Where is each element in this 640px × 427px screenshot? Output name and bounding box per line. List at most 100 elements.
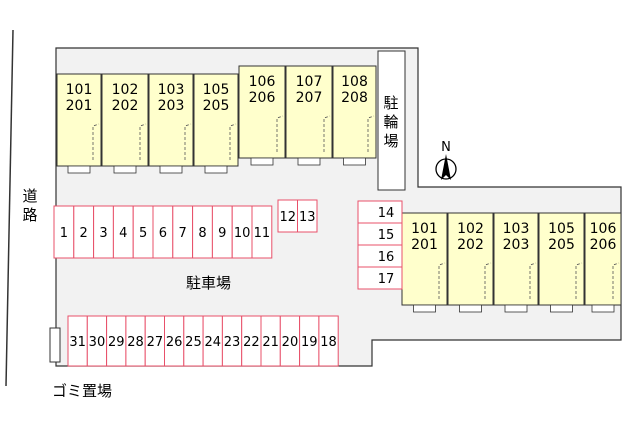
unit-number-1f: 103 [503, 221, 530, 237]
unit-outline [332, 65, 377, 159]
parking-space-number: 13 [299, 210, 316, 225]
parking-space: 20 [279, 315, 301, 367]
road-label-char: 路 [22, 206, 37, 224]
unit-stair-line [367, 115, 375, 152]
parking-space-number: 7 [179, 226, 187, 241]
unit-stair-line [276, 115, 284, 152]
unit-outline [148, 73, 194, 167]
unit-step [504, 304, 528, 313]
parking-space: 27 [144, 315, 165, 367]
parking-space-outline [318, 315, 339, 367]
unit-step [204, 165, 228, 174]
unit-number-2f: 202 [457, 237, 484, 253]
bicycle-parking-label-char: 輪 [383, 113, 398, 131]
unit-number-2f: 207 [296, 90, 323, 106]
unit-step [113, 165, 137, 174]
parking-space-number: 30 [89, 335, 106, 350]
unit-number-2f: 205 [548, 237, 575, 253]
unit-stair-line [139, 123, 147, 160]
parking-space-outline [251, 205, 273, 259]
parking-space: 9 [211, 205, 233, 259]
parking-space: 22 [241, 315, 262, 367]
unit-number-2f: 206 [249, 90, 276, 106]
parking-space-number: 28 [127, 335, 144, 350]
parking-space: 26 [164, 315, 185, 367]
unit-step [413, 304, 436, 313]
parking-space-number: 22 [243, 335, 260, 350]
parking-space-number: 23 [224, 335, 241, 350]
unit-number-2f: 203 [503, 237, 530, 253]
unit-stair-line [184, 123, 192, 160]
unit-stair-line [575, 262, 583, 299]
parking-space-number: 21 [262, 335, 279, 350]
parking-space: 4 [112, 205, 134, 259]
unit-step [250, 157, 274, 166]
unit-outline [493, 212, 539, 306]
unit-stair-line [229, 123, 237, 160]
unit-stair-line [438, 262, 446, 299]
unit-step [459, 304, 482, 313]
unit-number-1f: 102 [457, 221, 484, 237]
unit-outline [101, 73, 149, 167]
unit-number-2f: 202 [112, 98, 139, 114]
unit-number-1f: 105 [203, 82, 230, 98]
parking-space: 18 [318, 315, 339, 367]
unit-step [159, 165, 183, 174]
parking-lot-label: 駐車場 [186, 274, 231, 292]
road-edge-line [5, 29, 14, 387]
bicycle-parking [377, 50, 406, 191]
parking-space: 25 [183, 315, 204, 367]
unit-stair-line [484, 262, 492, 299]
parking-space: 28 [125, 315, 146, 367]
parking-space: 11 [251, 205, 273, 259]
parking-space-number: 18 [320, 335, 337, 350]
parking-space-number: 6 [159, 226, 167, 241]
parking-space-number: 8 [198, 226, 206, 241]
unit-number-2f: 208 [341, 90, 368, 106]
parking-space: 8 [192, 205, 213, 259]
parking-space: 13 [297, 199, 318, 233]
garbage-label: ゴミ置場 [52, 382, 112, 400]
garbage-spot [49, 327, 61, 363]
parking-space-number: 2 [80, 226, 88, 241]
parking-space: 21 [260, 315, 281, 367]
parking-space: 31 [67, 315, 88, 367]
road-label-char: 道 [22, 187, 37, 205]
parking-space-outline [297, 199, 318, 233]
parking-space-number: 27 [147, 335, 164, 350]
parking-space-number: 1 [60, 226, 68, 241]
unit-stair-line [92, 123, 100, 160]
building-left: 1012011022021032031052051062061072071082… [56, 65, 377, 174]
parking-space: 1 [53, 205, 75, 259]
parking-space-number: 4 [119, 226, 127, 241]
parking-space: 16 [357, 244, 403, 268]
unit-step [550, 304, 573, 313]
parking-space: 10 [231, 205, 253, 259]
unit-outline [447, 212, 494, 306]
unit-number-2f: 201 [411, 237, 438, 253]
parking-space-number: 16 [378, 250, 395, 265]
unit-number-1f: 103 [158, 82, 185, 98]
parking-space-number: 14 [378, 206, 395, 221]
unit-stair-line [529, 262, 537, 299]
unit-number-2f: 206 [590, 237, 617, 253]
parking-space-number: 31 [69, 335, 86, 350]
parking-space-number: 29 [108, 335, 125, 350]
unit-outline [538, 212, 585, 306]
parking-space: 7 [172, 205, 194, 259]
parking-space-number: 9 [218, 226, 226, 241]
